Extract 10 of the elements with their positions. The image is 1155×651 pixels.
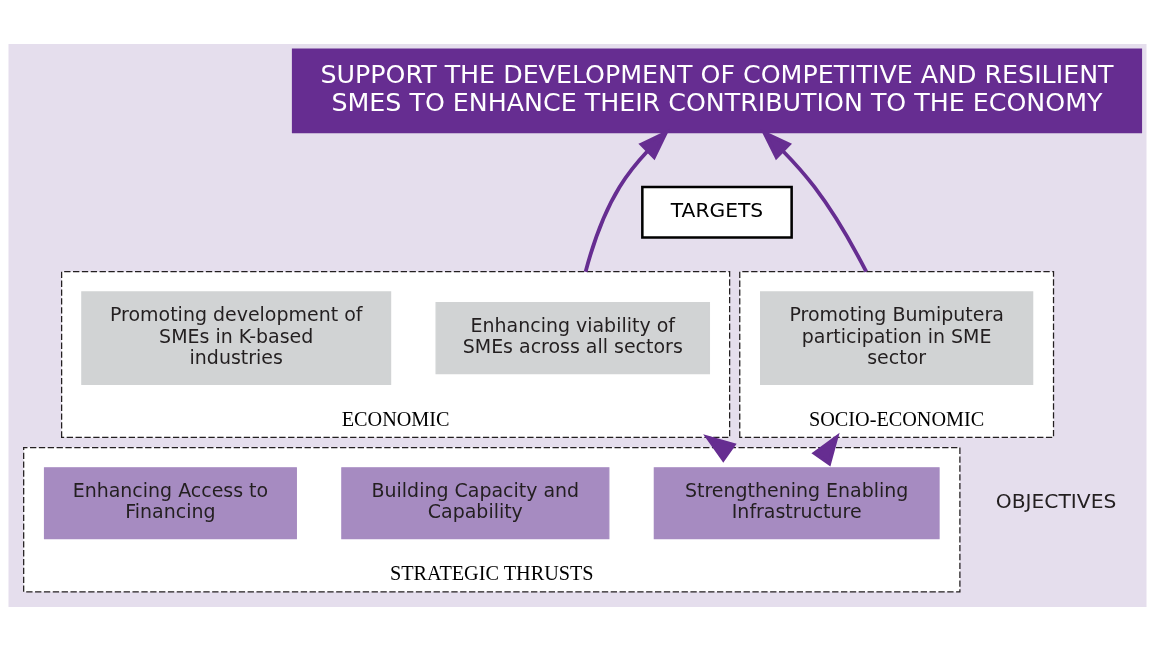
node-box: Promoting development of SMEs in K-based industries [81, 291, 392, 385]
node-box: Strengthening Enabling Infrastructure [653, 467, 940, 540]
node-box: Enhancing viability of SMEs across all sectors [435, 302, 711, 375]
node-box: SUPPORT THE DEVELOPMENT OF COMPETITIVE AND RESILIENT SMES TO ENHANCE THEIR CONTRIBUTION TO THE ECONOMY [291, 48, 1143, 134]
arrow [703, 434, 737, 463]
node-box: Enhancing Access to Financing [43, 467, 297, 540]
node-box: Promoting Bumiputera participation in SME sector [760, 291, 1034, 385]
label: OBJECTIVES [995, 489, 1117, 514]
node-box: Building Capacity and Capability [341, 467, 610, 540]
node-box: TARGETS [641, 185, 793, 239]
